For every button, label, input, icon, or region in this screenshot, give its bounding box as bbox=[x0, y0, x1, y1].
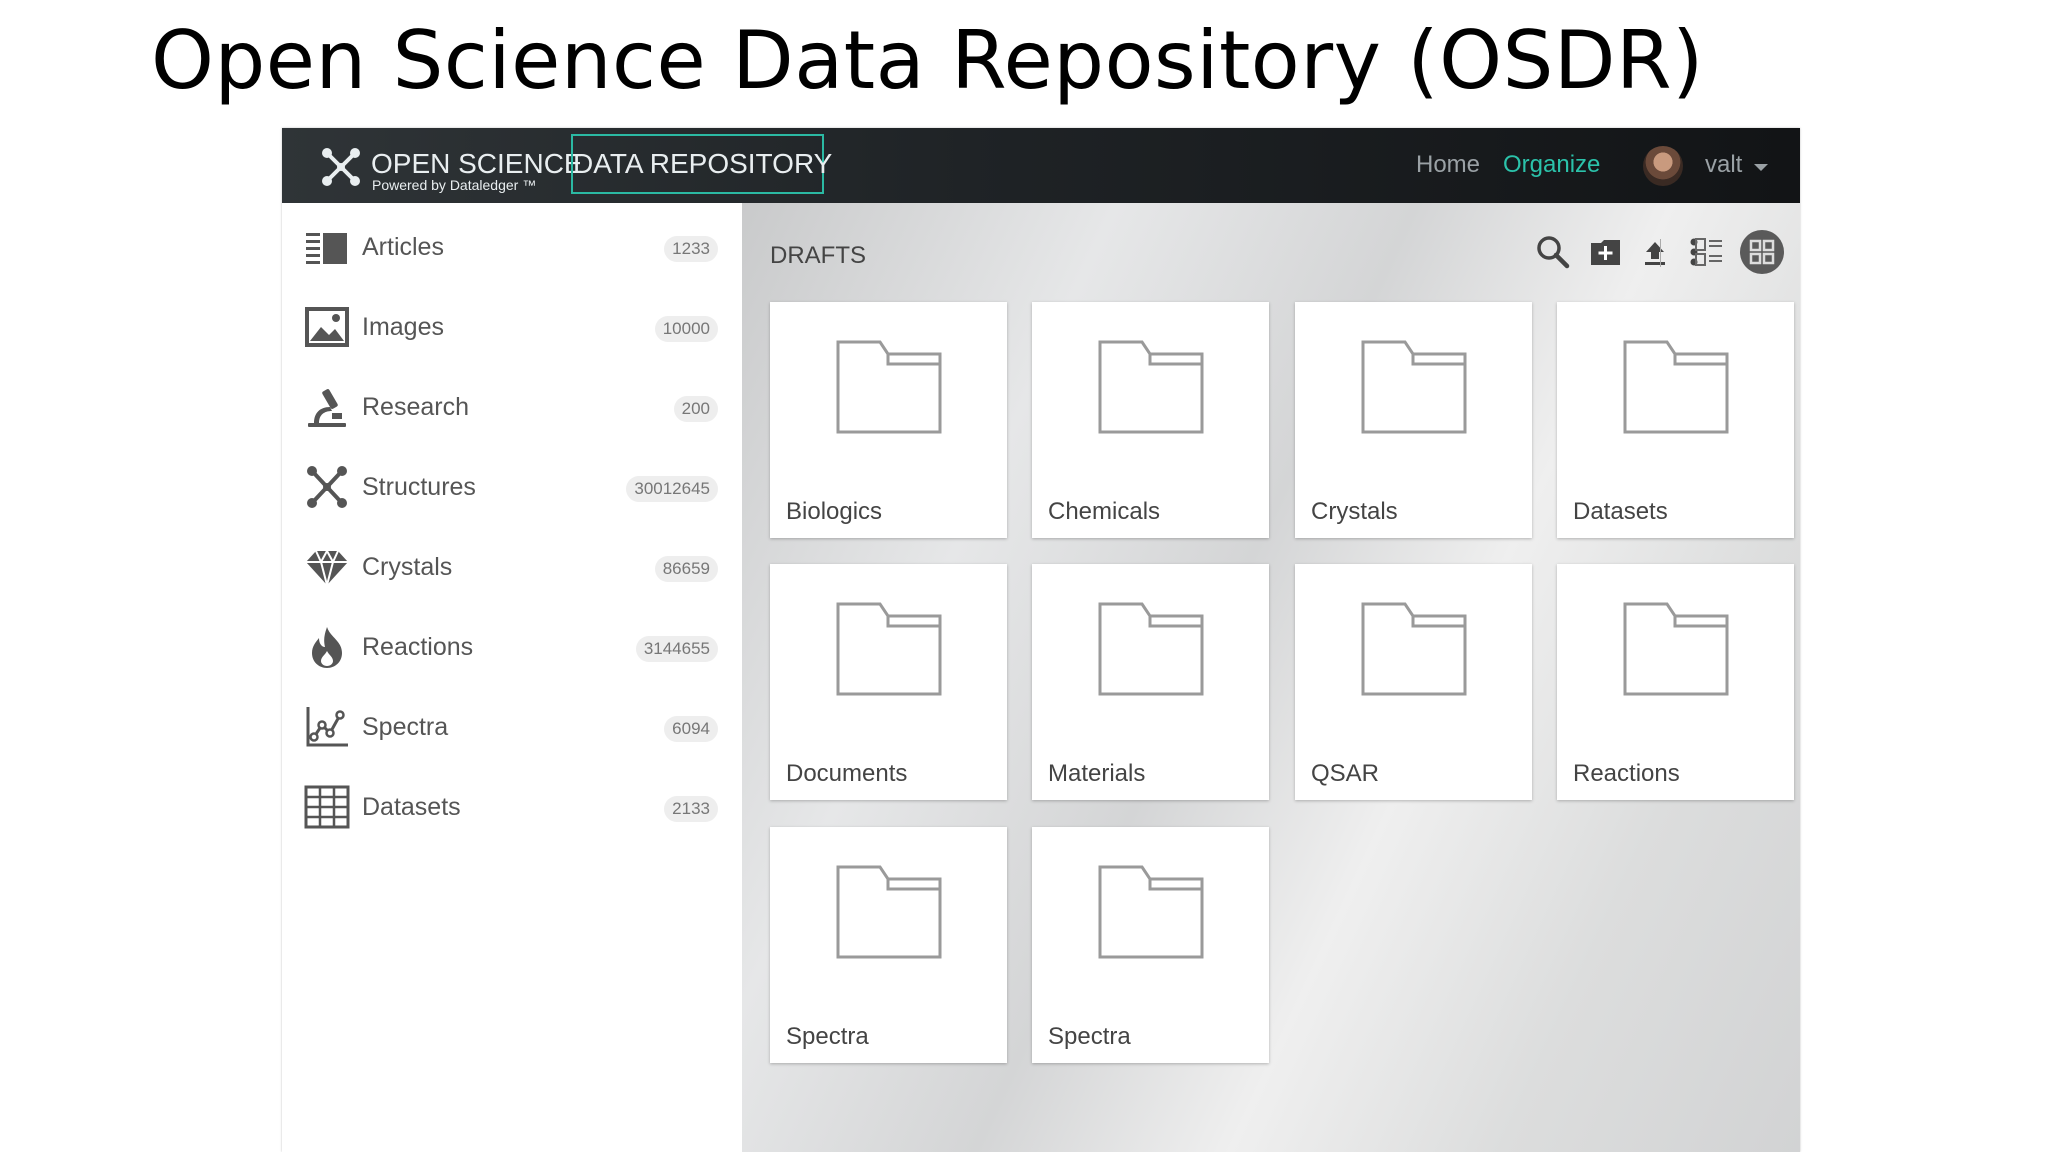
search-icon[interactable] bbox=[1534, 233, 1572, 271]
brand-name[interactable]: OPEN SCIENCE bbox=[371, 148, 583, 179]
tile-view-button[interactable] bbox=[1740, 230, 1784, 274]
sidebar-item-label: Structures bbox=[362, 473, 476, 501]
articles-icon bbox=[306, 233, 347, 264]
folder-label: Materials bbox=[1048, 760, 1146, 787]
sidebar-item-label: Spectra bbox=[362, 713, 449, 741]
sidebar-item-label: Datasets bbox=[362, 793, 461, 821]
folder-icon bbox=[1098, 602, 1204, 696]
top-navbar: OPEN SCIENCE Powered by Dataledger ™ DAT… bbox=[282, 128, 1800, 203]
folder-card[interactable]: QSAR bbox=[1295, 564, 1532, 800]
spectrum-chart-icon bbox=[306, 707, 348, 747]
folder-card[interactable]: Spectra bbox=[1032, 827, 1269, 1063]
new-folder-icon[interactable] bbox=[1587, 233, 1625, 271]
molecule-icon bbox=[307, 466, 347, 508]
count-badge: 200 bbox=[673, 396, 718, 422]
sidebar-item-label: Reactions bbox=[362, 633, 474, 661]
count-badge: 30012645 bbox=[626, 476, 718, 502]
folder-label: Reactions bbox=[1573, 760, 1680, 787]
folder-icon bbox=[1361, 340, 1467, 434]
flame-icon bbox=[312, 627, 342, 668]
diamond-icon bbox=[306, 550, 348, 589]
sidebar-item-crystals[interactable]: Crystals 86659 bbox=[282, 535, 742, 599]
sidebar-item-images[interactable]: Images 10000 bbox=[282, 295, 742, 359]
brand-product-name[interactable]: DATA REPOSITORY bbox=[571, 134, 832, 194]
count-badge: 2133 bbox=[664, 796, 718, 822]
folder-label: Datasets bbox=[1573, 498, 1668, 525]
folder-icon bbox=[836, 340, 942, 434]
user-menu-name[interactable]: valt bbox=[1705, 151, 1743, 178]
folder-label: Biologics bbox=[786, 498, 883, 525]
count-badge: 1233 bbox=[664, 236, 718, 262]
sidebar-item-label: Research bbox=[362, 393, 469, 421]
sidebar-item-datasets[interactable]: Datasets 2133 bbox=[282, 775, 742, 839]
folder-card[interactable]: Materials bbox=[1032, 564, 1269, 800]
caret-down-icon[interactable] bbox=[1754, 164, 1768, 171]
folder-icon bbox=[1361, 602, 1467, 696]
sidebar-item-research[interactable]: Research 200 bbox=[282, 375, 742, 439]
section-title: DRAFTS bbox=[770, 242, 866, 269]
table-icon bbox=[304, 785, 350, 829]
image-icon bbox=[305, 307, 349, 347]
folder-icon bbox=[1623, 340, 1729, 434]
folder-card[interactable]: Reactions bbox=[1557, 564, 1794, 800]
folder-label: Chemicals bbox=[1048, 498, 1161, 525]
toolbar-divider bbox=[1660, 239, 1661, 267]
nav-home-link[interactable]: Home bbox=[1416, 151, 1481, 178]
brand-tagline: Powered by Dataledger ™ bbox=[372, 177, 537, 193]
upload-icon[interactable] bbox=[1640, 233, 1670, 271]
sidebar-item-reactions[interactable]: Reactions 3144655 bbox=[282, 615, 742, 679]
sidebar: Articles 1233 Images 10000 Research bbox=[282, 203, 742, 1152]
folder-card[interactable]: Crystals bbox=[1295, 302, 1532, 538]
tile-view-icon bbox=[1749, 239, 1775, 265]
folder-card[interactable]: Biologics bbox=[770, 302, 1007, 538]
sidebar-item-label: Images bbox=[362, 313, 444, 341]
folder-label: QSAR bbox=[1311, 760, 1380, 787]
molecule-logo-icon[interactable] bbox=[320, 146, 362, 188]
microscope-icon bbox=[308, 389, 346, 427]
count-badge: 3144655 bbox=[635, 636, 718, 662]
folder-card[interactable]: Datasets bbox=[1557, 302, 1794, 538]
main-content: DRAFTS bbox=[742, 203, 1800, 1152]
sidebar-item-label: Crystals bbox=[362, 553, 453, 581]
folder-icon bbox=[836, 865, 942, 959]
folder-card[interactable]: Chemicals bbox=[1032, 302, 1269, 538]
folder-icon bbox=[836, 602, 942, 696]
avatar[interactable] bbox=[1643, 146, 1683, 186]
folder-icon bbox=[1623, 602, 1729, 696]
app-window: OPEN SCIENCE Powered by Dataledger ™ DAT… bbox=[282, 128, 1800, 1152]
folder-label: Spectra bbox=[1048, 1023, 1131, 1050]
sidebar-item-label: Articles bbox=[362, 233, 444, 261]
folder-card[interactable]: Spectra bbox=[770, 827, 1007, 1063]
count-badge: 10000 bbox=[654, 316, 718, 342]
folder-icon bbox=[1098, 865, 1204, 959]
folder-label: Documents bbox=[786, 760, 908, 787]
count-badge: 86659 bbox=[654, 556, 718, 582]
folder-label: Spectra bbox=[786, 1023, 869, 1050]
count-badge: 6094 bbox=[664, 716, 718, 742]
sidebar-item-spectra[interactable]: Spectra 6094 bbox=[282, 695, 742, 759]
folder-card[interactable]: Documents bbox=[770, 564, 1007, 800]
nav-organize-link[interactable]: Organize bbox=[1503, 151, 1601, 178]
folder-label: Crystals bbox=[1311, 498, 1398, 525]
slide-title: Open Science Data Repository (OSDR) bbox=[151, 14, 1704, 107]
folder-icon bbox=[1098, 340, 1204, 434]
list-view-icon[interactable] bbox=[1690, 233, 1728, 271]
sidebar-item-structures[interactable]: Structures 30012645 bbox=[282, 455, 742, 519]
sidebar-item-articles[interactable]: Articles 1233 bbox=[282, 215, 742, 279]
